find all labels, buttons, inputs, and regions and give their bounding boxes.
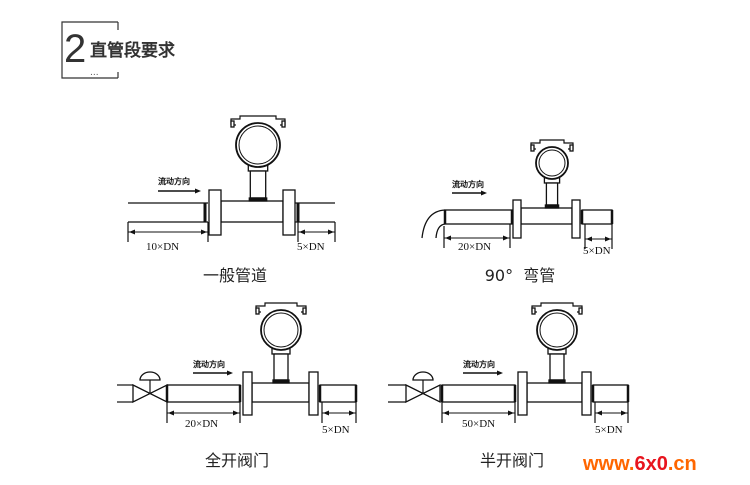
downstream-pipe — [319, 384, 357, 403]
arrow-head — [586, 236, 592, 242]
arrow-head — [621, 410, 627, 416]
arrow-head — [508, 410, 514, 416]
upstream-length-label: 20×DN — [458, 241, 491, 253]
flow-arrow-head — [227, 370, 233, 376]
housing-tab-icon — [281, 120, 286, 128]
downstream-length-label: 5×DN — [583, 245, 611, 257]
arrow-head — [605, 236, 611, 242]
housing-tab-icon — [530, 144, 535, 152]
upstream-length-label: 50×DN — [462, 418, 495, 430]
housing-tab-icon — [302, 307, 307, 315]
housing-tab-icon — [230, 120, 235, 128]
flow-direction-label: 流动方向 — [463, 359, 495, 369]
header-frame — [61, 21, 119, 79]
diagram-caption: 一般管道 — [203, 266, 267, 285]
housing-tab-icon — [531, 307, 536, 315]
upstream-pipe — [444, 209, 513, 225]
arrow-head — [328, 229, 334, 235]
transmitter-base — [272, 379, 290, 384]
transmitter-neck — [249, 170, 267, 199]
arrow-head — [201, 229, 207, 235]
flow-direction-label: 流动方向 — [452, 179, 484, 189]
arrow-head — [503, 235, 509, 241]
downstream-length-label: 5×DN — [595, 424, 623, 436]
watermark-brand: 6x0 — [634, 453, 667, 475]
flow-arrow-head — [497, 370, 503, 376]
flange — [512, 199, 522, 239]
flange — [581, 371, 592, 416]
upstream-pipe — [441, 384, 516, 403]
upstream-length-label: 20×DN — [185, 418, 218, 430]
elbow-inner — [435, 223, 446, 239]
transmitter-window — [263, 312, 299, 348]
housing-tab-icon — [255, 307, 260, 315]
transmitter-window — [539, 312, 575, 348]
arrow-head — [596, 410, 602, 416]
flow-arrow-head — [481, 190, 487, 196]
arrow-head — [299, 229, 305, 235]
transmitter-base — [544, 204, 560, 209]
flange — [282, 189, 296, 236]
transmitter-base — [248, 197, 268, 202]
meter-body — [251, 382, 310, 403]
downstream-pipe — [592, 384, 629, 403]
downstream-length-label: 5×DN — [322, 424, 350, 436]
diagram-caption: 半开阀门 — [480, 451, 544, 470]
valve-icon — [405, 383, 441, 404]
flange — [571, 199, 581, 239]
watermark-prefix: www. — [582, 453, 634, 475]
section-ellipsis: ... — [90, 68, 99, 78]
meter-body — [526, 382, 583, 403]
upstream-pipe — [166, 384, 241, 403]
flange — [517, 371, 528, 416]
flow-direction-label: 流动方向 — [158, 176, 190, 186]
transmitter-neck — [545, 182, 559, 206]
elbow-outer — [421, 209, 446, 239]
flange — [242, 371, 253, 416]
flow-arrow-head — [195, 188, 201, 194]
transmitter-window — [238, 125, 278, 165]
upstream-length-label: 10×DN — [146, 241, 179, 253]
flange — [308, 371, 319, 416]
arrow-head — [323, 410, 329, 416]
section-number: 2 — [64, 27, 86, 71]
pipe-drawings — [117, 115, 630, 423]
transmitter-base — [548, 379, 566, 384]
downstream-pipe — [581, 209, 613, 225]
section-title: 直管段要求 — [90, 40, 175, 61]
section-header: 2 直管段要求 ... — [61, 21, 175, 79]
meter-body — [220, 200, 284, 223]
downstream-length-label: 5×DN — [297, 241, 325, 253]
housing-tab-icon — [569, 144, 574, 152]
watermark-suffix: .cn — [668, 453, 697, 475]
arrow-head — [445, 235, 451, 241]
arrow-head — [168, 410, 174, 416]
diagram-caption: 全开阀门 — [205, 451, 269, 470]
flange — [208, 189, 222, 236]
transmitter-neck — [273, 353, 289, 381]
arrow-head — [129, 229, 135, 235]
arrow-head — [443, 410, 449, 416]
meter-body — [520, 207, 573, 225]
diagram-caption: 90° 弯管 — [485, 266, 556, 285]
transmitter-window — [538, 149, 566, 177]
valve-handwheel-icon — [412, 371, 434, 381]
watermark: www.6x0.cn — [582, 453, 697, 475]
valve-handwheel-icon — [139, 371, 161, 381]
transmitter-neck — [549, 353, 565, 381]
flow-direction-label: 流动方向 — [193, 359, 225, 369]
arrow-head — [349, 410, 355, 416]
arrow-head — [233, 410, 239, 416]
housing-tab-icon — [578, 307, 583, 315]
